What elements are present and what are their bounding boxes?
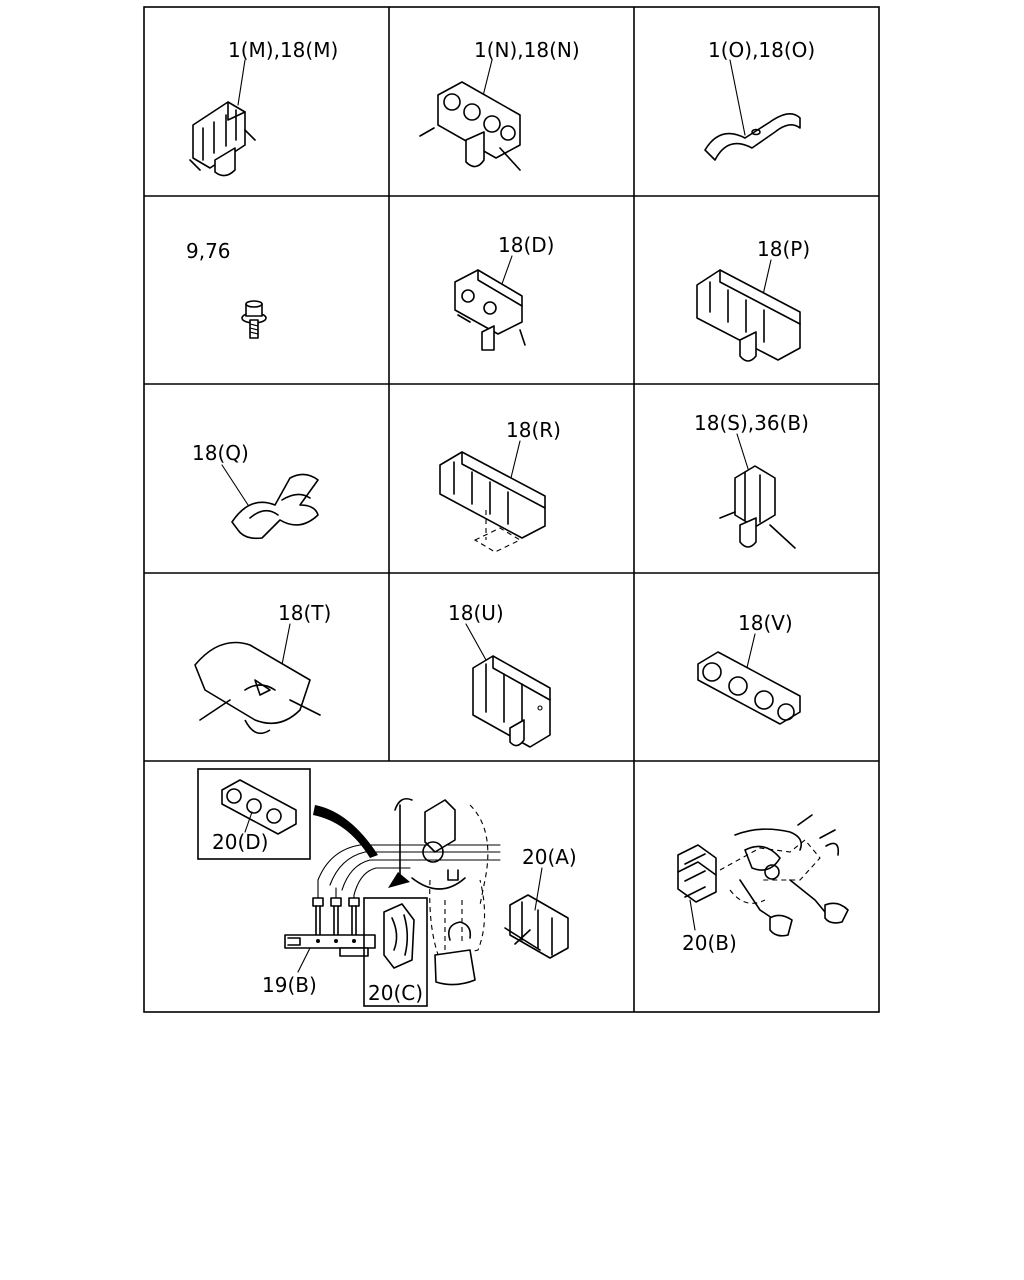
clip-d-drawing [454, 269, 526, 351]
pedal-assembly [719, 814, 849, 937]
clip-q-drawing [231, 473, 319, 540]
clip-n-drawing [419, 81, 521, 171]
cell-clip-n: 1(N),18(N) [419, 38, 580, 171]
label-clip-v: 18(V) [738, 611, 793, 635]
cell-assembly-left: 20(D) [197, 768, 577, 1007]
label-clip-s: 18(S),36(B) [694, 411, 809, 435]
label-20b: 20(B) [682, 931, 737, 955]
clip-v-drawing [697, 651, 801, 725]
pointer-arrow [313, 805, 378, 858]
label-20a: 20(A) [522, 845, 577, 869]
inset-box-20c [363, 897, 428, 1007]
label-19b: 19(B) [262, 973, 317, 997]
bracket-19b [284, 879, 376, 957]
tube-bundle [317, 797, 501, 906]
cell-clip-o: 1(O),18(O) [704, 38, 815, 161]
cell-clip-u: 18(U) [448, 601, 551, 748]
cell-clip-q: 18(Q) [192, 441, 319, 540]
cell-clip-v: 18(V) [697, 611, 801, 725]
clip-u-drawing [472, 655, 551, 748]
cell-clip-p: 18(P) [696, 237, 810, 362]
label-clip-q: 18(Q) [192, 441, 249, 465]
brake-assembly [411, 799, 486, 986]
clip-t-drawing [194, 641, 321, 735]
clip-20b-drawing [677, 844, 717, 903]
label-20d: 20(D) [212, 830, 268, 854]
label-clip-d: 18(D) [498, 233, 554, 257]
clip-p-drawing [696, 269, 801, 362]
label-bolt: 9,76 [186, 239, 231, 263]
label-clip-r: 18(R) [506, 418, 561, 442]
label-clip-n: 1(N),18(N) [474, 38, 580, 62]
cell-clip-m: 1(M),18(M) [189, 38, 338, 177]
label-clip-p: 18(P) [757, 237, 810, 261]
clip-o-drawing [704, 113, 801, 161]
label-20c: 20(C) [368, 981, 423, 1005]
cell-clip-t: 18(T) [194, 601, 331, 735]
inset-box-20d [197, 768, 311, 860]
cell-clip-d: 18(D) [454, 233, 554, 351]
cell-clip-r: 18(R) [439, 418, 561, 553]
grid-frame [143, 6, 880, 1013]
clip-m-drawing [189, 101, 256, 177]
clip-20d-drawing [221, 779, 297, 835]
label-clip-t: 18(T) [278, 601, 331, 625]
label-clip-u: 18(U) [448, 601, 504, 625]
inset-pointer [388, 872, 410, 888]
clip-r-drawing [439, 451, 546, 553]
label-clip-m: 1(M),18(M) [228, 38, 338, 62]
cell-clip-s: 18(S),36(B) [694, 411, 809, 549]
cell-assembly-right: 20(B) [677, 814, 849, 955]
clip-20a-drawing [504, 894, 569, 959]
bolt-drawing [241, 300, 267, 339]
label-clip-o: 1(O),18(O) [708, 38, 815, 62]
clip-s-drawing [719, 465, 796, 549]
cell-bolt: 9,76 [186, 239, 267, 339]
clip-20c-drawing [383, 903, 415, 969]
